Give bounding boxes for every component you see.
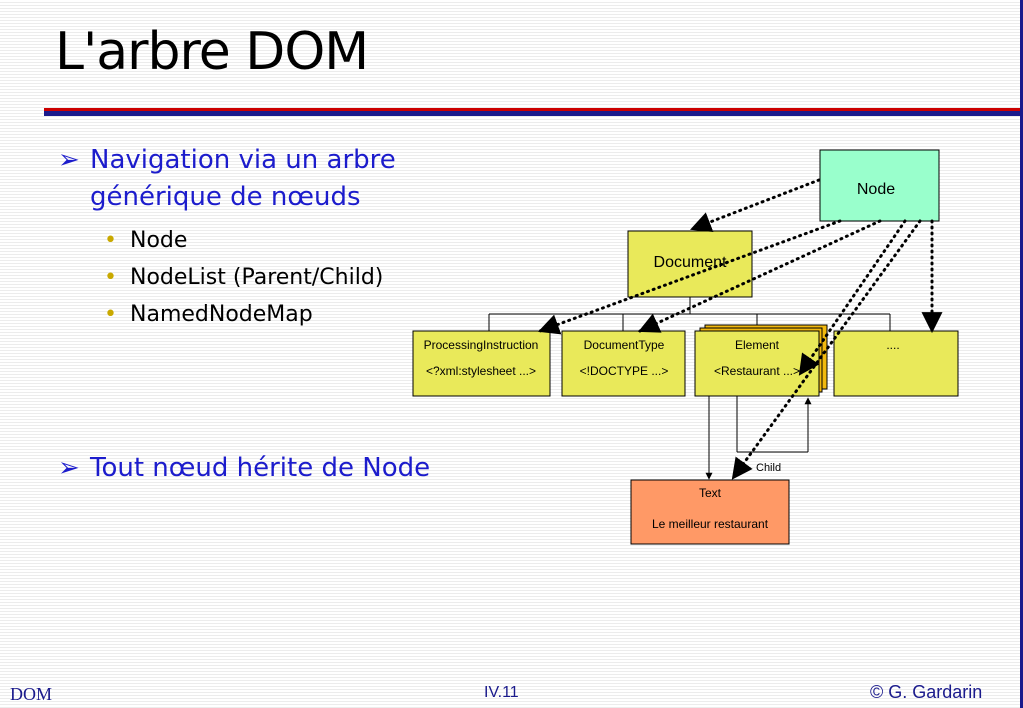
bullet-dot-icon: • xyxy=(104,302,117,327)
footer-page-number: IV.11 xyxy=(484,684,519,701)
footer-section-label: DOM xyxy=(10,684,53,704)
bullet-dot-icon: • xyxy=(104,228,117,253)
text-node-label: Text xyxy=(699,486,722,500)
processing-instruction-label: ProcessingInstruction xyxy=(424,338,539,352)
bullet-arrow-icon: ➢ xyxy=(58,145,80,175)
title-rule-blue xyxy=(44,111,1023,116)
inheritance-arrows xyxy=(538,178,943,480)
more-node-types-box xyxy=(833,330,959,397)
document-type-box xyxy=(561,330,686,397)
sub-bullet-namednodemap: • NamedNodeMap xyxy=(104,296,383,333)
bullet-navigation: ➢ Navigation via un arbre générique de n… xyxy=(58,142,458,216)
sub-bullet-list: • Node • NodeList (Parent/Child) • Named… xyxy=(104,222,383,333)
processing-instruction-box xyxy=(412,330,551,397)
bullet-inheritance: ➢ Tout nœud hérite de Node xyxy=(58,450,478,487)
element-label: Element xyxy=(735,338,780,352)
document-type-label: DocumentType xyxy=(584,338,665,352)
title-rule-red xyxy=(44,108,1023,111)
document-box xyxy=(627,230,753,298)
node-box xyxy=(819,149,940,222)
tree-connectors xyxy=(488,297,891,331)
child-loop xyxy=(736,396,812,453)
text-node-box xyxy=(630,479,790,545)
bullet-navigation-line2: générique de nœuds xyxy=(90,182,361,212)
sub-bullet-node: • Node xyxy=(104,222,383,259)
sub-bullet-nodelist: • NodeList (Parent/Child) xyxy=(104,259,383,296)
more-node-types-label: .... xyxy=(886,338,899,352)
element-box xyxy=(694,330,820,397)
bullet-inheritance-line1: Tout nœud hérite de Node xyxy=(90,453,431,483)
sub-bullet-label: NamedNodeMap xyxy=(130,302,313,327)
bullet-navigation-line1: Navigation via un arbre xyxy=(90,145,396,175)
processing-instruction-value: <?xml:stylesheet ...> xyxy=(426,364,536,378)
document-type-value: <!DOCTYPE ...> xyxy=(580,364,669,378)
child-loop-label: Child xyxy=(756,462,781,474)
sub-bullet-label: Node xyxy=(130,228,188,253)
text-node-value: Le meilleur restaurant xyxy=(652,517,769,531)
sub-bullet-label: NodeList (Parent/Child) xyxy=(130,265,384,290)
slide-right-border xyxy=(1020,0,1023,708)
node-box-label: Node xyxy=(857,181,895,198)
bullet-dot-icon: • xyxy=(104,265,117,290)
element-value: <Restaurant ...> xyxy=(714,364,800,378)
slide-title: L'arbre DOM xyxy=(55,22,369,82)
document-box-label: Document xyxy=(654,254,727,271)
bullet-arrow-icon: ➢ xyxy=(58,453,80,483)
footer-copyright: © G. Gardarin xyxy=(870,682,983,702)
